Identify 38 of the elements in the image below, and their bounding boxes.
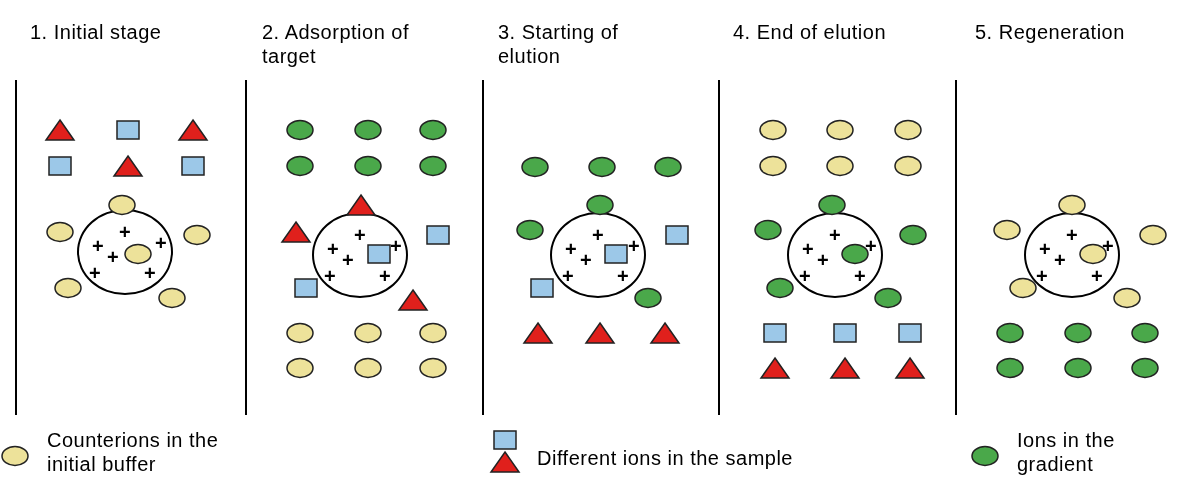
positive-charge: + — [144, 263, 156, 283]
positive-charge: + — [865, 236, 877, 256]
positive-charge: + — [327, 239, 339, 259]
positive-charge: + — [89, 263, 101, 283]
positive-charge: + — [592, 225, 604, 245]
positive-charge: + — [628, 236, 640, 256]
stage-heading: 5. Regeneration — [975, 20, 1126, 44]
positive-charge: + — [562, 266, 574, 286]
positive-charge: + — [580, 250, 592, 270]
positive-charge: + — [119, 222, 131, 242]
positive-charge: + — [390, 236, 402, 256]
stage-heading: 3. Starting of elution — [498, 20, 620, 68]
legend-text: Ions in the gradient — [1017, 428, 1116, 476]
positive-charge: + — [1066, 225, 1078, 245]
positive-charge: + — [1054, 250, 1066, 270]
stage-heading: 2. Adsorption of target — [262, 20, 410, 68]
positive-charge: + — [1102, 236, 1114, 256]
positive-charge: + — [379, 266, 391, 286]
positive-charge: + — [1091, 266, 1103, 286]
positive-charge: + — [817, 250, 829, 270]
positive-charge: + — [565, 239, 577, 259]
positive-charge: + — [92, 236, 104, 256]
legend-text: Different ions in the sample — [537, 446, 794, 470]
positive-charge: + — [799, 266, 811, 286]
positive-charge: + — [1036, 266, 1048, 286]
positive-charge: + — [854, 266, 866, 286]
positive-charge: + — [617, 266, 629, 286]
positive-charge: + — [342, 250, 354, 270]
legend-text: Counterions in the initial buffer — [47, 428, 220, 476]
positive-charge: + — [354, 225, 366, 245]
positive-charge: + — [324, 266, 336, 286]
positive-charge: + — [802, 239, 814, 259]
stage-heading: 4. End of elution — [733, 20, 888, 44]
stage-heading: 1. Initial stage — [30, 20, 163, 44]
positive-charge: + — [829, 225, 841, 245]
positive-charge: + — [1039, 239, 1051, 259]
positive-charge: + — [107, 247, 119, 267]
positive-charge: + — [155, 233, 167, 253]
